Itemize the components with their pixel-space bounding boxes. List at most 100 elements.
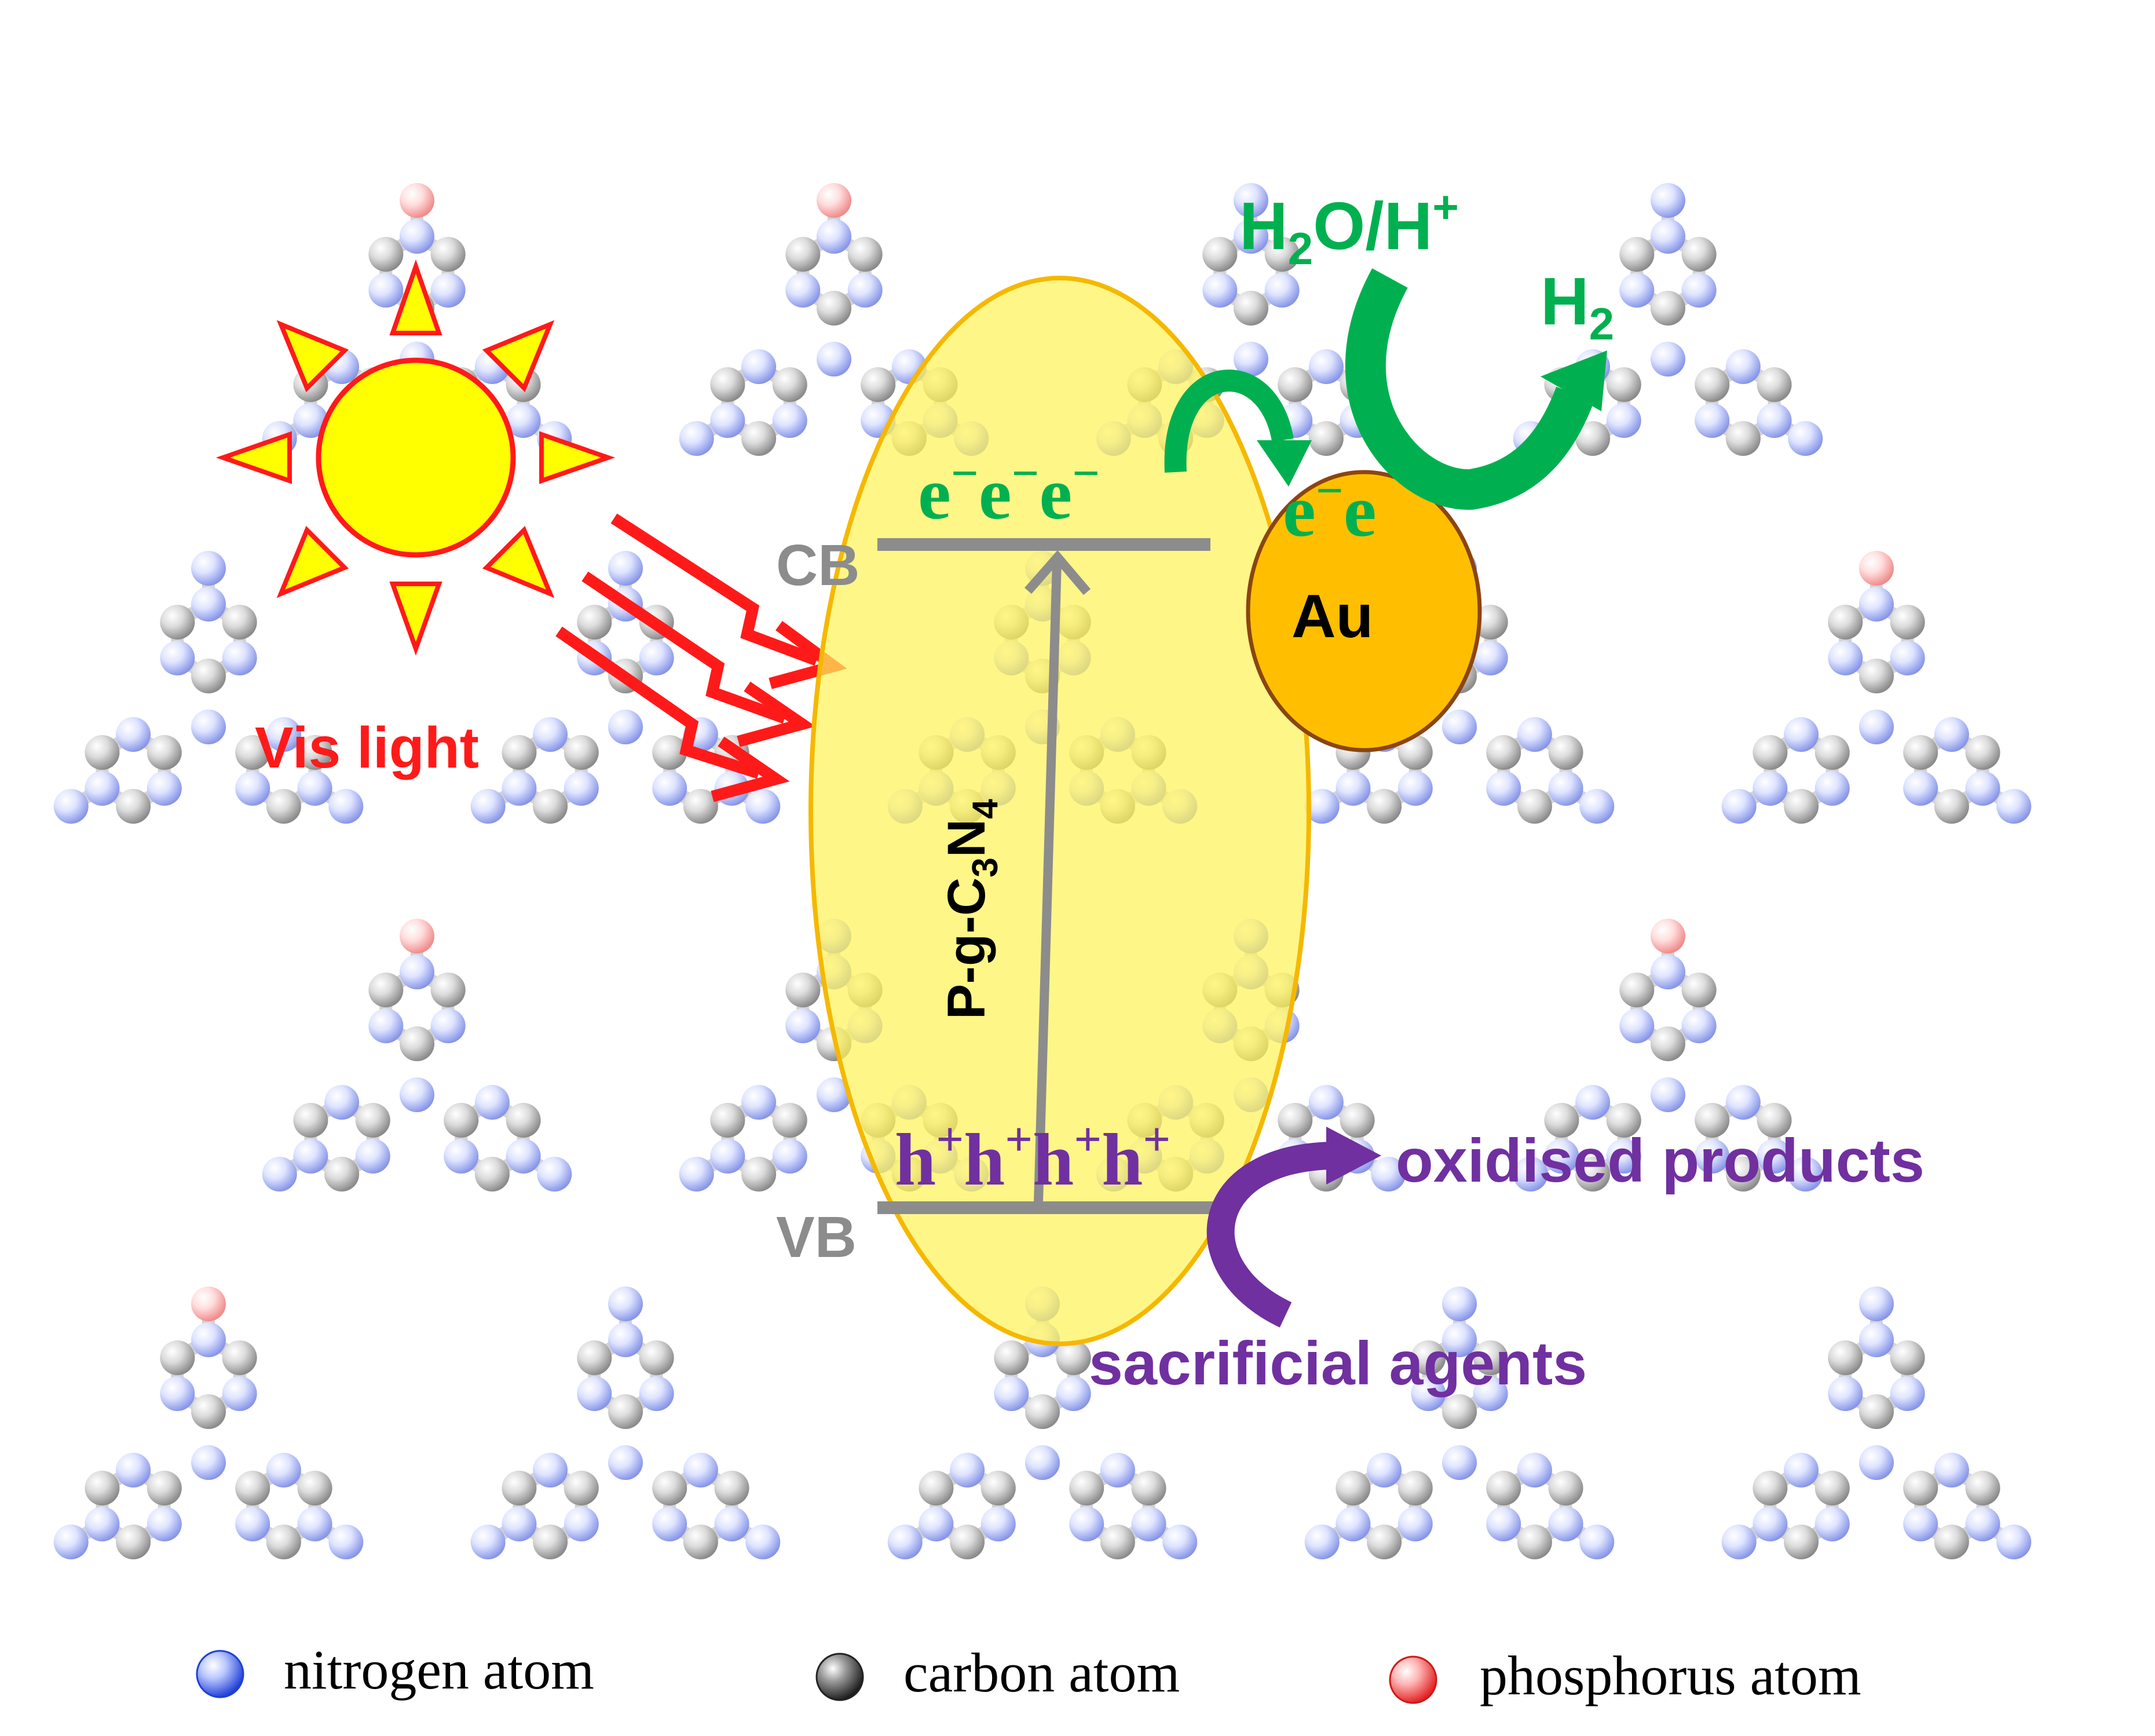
carbon-atom [785,237,821,272]
nitrogen-atom [235,771,270,806]
nitrogen-atom [328,789,364,824]
carbon-atom [1486,735,1521,770]
sphere-icon [815,1653,864,1701]
nitrogen-atom [1336,771,1371,806]
nitrogen-atom [1725,349,1761,384]
nitrogen-atom [1442,1287,1477,1321]
nitrogen-atom [1367,1453,1402,1488]
sun-disc [316,357,516,558]
nitrogen-atom [235,1507,270,1541]
nitrogen-atom [1411,1376,1446,1411]
nitrogen-atom [1025,1445,1060,1480]
electron-charge: − [1012,447,1040,500]
carbon-atom [1965,735,2000,770]
sun-ray [215,431,292,484]
nitrogen-atom [147,1507,182,1541]
carbon-atom [1517,1525,1552,1559]
nitrogen-atom [1100,1453,1135,1488]
carbon-atom [1544,1103,1579,1138]
carbon-atom [861,367,896,402]
nitrogen-atom [400,1077,434,1112]
hydrogen-label: H2 [1541,264,1614,349]
nitrogen-atom [191,587,226,622]
nitrogen-atom [1264,273,1300,308]
nitrogen-atom [745,1525,781,1559]
holes-vb: h+h+h+h+ [895,1113,1170,1201]
carbon-atom [160,605,195,639]
sun-ray [389,582,442,656]
carbon-atom [785,973,821,1007]
carbon-atom [1025,1394,1060,1429]
hydrogen-evolution-arrowhead [1541,350,1607,411]
carbon-atom [1517,789,1552,824]
catalyst-label-sub2: 4 [965,799,1005,819]
carbon-atom [847,237,883,272]
nitrogen-atom [502,771,537,806]
nitrogen-atom [1397,771,1433,806]
hole: h [1102,1119,1143,1201]
carbon-atom [683,1525,718,1559]
carbon-atom [564,735,599,770]
valence-band-label: VB [776,1205,857,1270]
nitrogen-atom [1606,1139,1641,1174]
nitrogen-atom [537,1157,572,1192]
nitrogen-atom [1513,1157,1548,1192]
electron: e [1344,470,1377,552]
nitrogen-atom [608,1445,643,1480]
nitrogen-atom [85,771,120,806]
nitrogen-atom [741,349,777,384]
carbon-atom [1548,735,1583,770]
carbon-atom [266,1525,301,1559]
electrons-au: e−e [1283,464,1377,552]
carbon-atom [608,1394,643,1429]
hole-charge: + [1005,1113,1033,1167]
nitrogen-atom [506,403,541,438]
carbon-atom [1651,1026,1685,1061]
carbon-atom [266,789,301,824]
light-arrowhead-3 [711,736,790,802]
light-ray-1 [610,513,819,666]
nitrogen-atom [1442,1322,1477,1357]
carbon-atom [1890,1340,1925,1375]
nitrogen-atom [1784,717,1819,752]
nitrogen-atom [919,1507,954,1541]
hydrogen-h: H [1541,264,1589,339]
carbon-atom [994,1340,1029,1375]
nitrogen-atom [1965,771,2000,806]
water-h: H [1239,188,1288,264]
carbon-atom [1367,789,1402,824]
carbon-atom [368,973,404,1007]
nitrogen-atom [1234,219,1268,254]
carbon-atom [1278,1103,1313,1138]
catalyst-label: P-g-C3N4 [937,799,1005,1019]
carbon-atom [1473,1340,1508,1375]
hydrogen-sub: 2 [1589,298,1614,349]
nitrogen-atom [266,1453,301,1488]
carbon-atom [1752,735,1788,770]
oxidation-arrow [1206,1142,1333,1328]
catalyst-label-sub1: 3 [965,857,1005,877]
nitrogen-atom [430,1008,466,1043]
nitrogen-atom [1890,1376,1925,1411]
nitrogen-atom [328,1525,364,1559]
carbon-atom [1308,421,1344,456]
nitrogen-atom [772,403,807,438]
nitrogen-atom [608,1322,643,1357]
carbon-atom [235,735,270,770]
carbon-atom [1606,1103,1641,1138]
nitrogen-atom [994,1376,1029,1411]
water-o-h: O/H [1313,188,1432,264]
nitrogen-atom [1486,1507,1521,1541]
nitrogen-atom [1651,342,1685,377]
phosphorus-atom [400,919,434,953]
nitrogen-atom [817,342,851,377]
nitrogen-atom [817,1077,851,1112]
phosphorus-atom [1859,551,1894,586]
carbon-atom [1681,237,1717,272]
nitrogen-atom [1814,1507,1850,1541]
legend-label-phosphorus: phosphorus atom [1480,1644,1861,1706]
sun-ray [276,320,349,393]
nitrogen-atom [1859,587,1894,622]
nitrogen-atom [741,1085,777,1120]
